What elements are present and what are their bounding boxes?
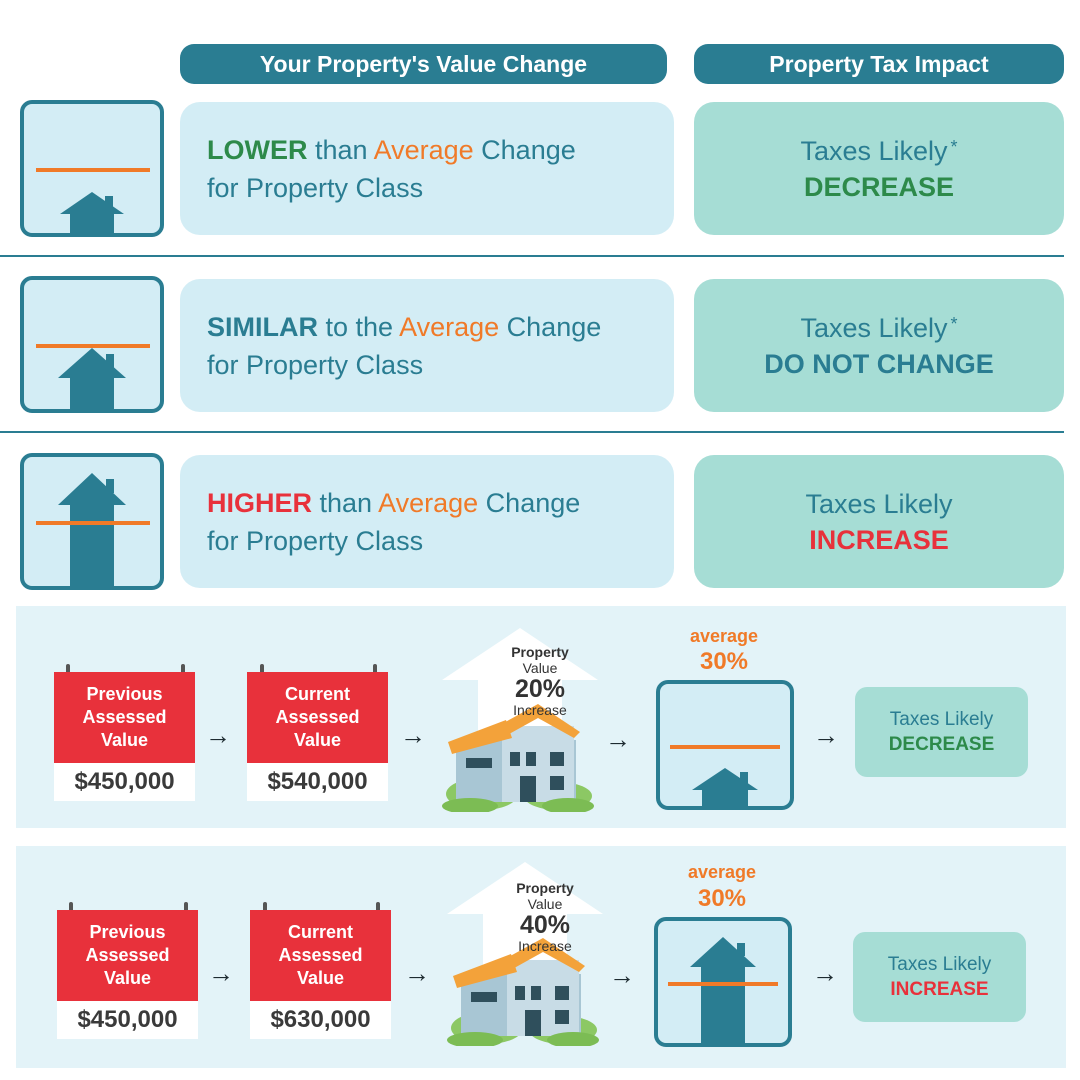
house-below-line-icon: [656, 680, 794, 810]
average-percent: 30%: [699, 648, 749, 675]
pv-percent: 20%: [514, 675, 566, 703]
card-label: Previous: [86, 684, 163, 704]
pv-line: Value: [527, 896, 563, 912]
header-tax-impact: Property Tax Impact: [694, 44, 1064, 84]
tax-impact-decrease: Taxes Likely* DECREASE: [694, 102, 1064, 235]
house-below-line-icon: [20, 100, 164, 237]
property-value-change-label: Property Value 20% Increase: [490, 644, 590, 718]
row-divider: [0, 431, 1064, 433]
example-tax-result: Taxes Likely INCREASE: [853, 932, 1026, 1022]
average-label: average: [687, 862, 757, 882]
current-amount: $630,000: [250, 1001, 391, 1039]
previous-assessed-value-card: Previous Assessed Value: [54, 672, 195, 763]
property-value-increase-graphic: [440, 628, 600, 814]
card-label: Value: [103, 968, 152, 988]
current-assessed-value-card: Current Assessed Value: [247, 672, 388, 763]
text-average: Average: [399, 311, 500, 342]
average-label: average: [689, 626, 759, 646]
tax-result-decrease: DECREASE: [888, 734, 995, 755]
pv-line: Increase: [513, 702, 567, 718]
text-average: Average: [373, 134, 474, 165]
text-property-class: for Property Class: [207, 349, 424, 380]
text-average: Average: [378, 487, 479, 518]
calendar-pin: [184, 902, 188, 914]
card-label: Current: [284, 684, 350, 704]
taxes-likely-label: Taxes Likely: [887, 954, 992, 975]
card-label: Previous: [89, 922, 166, 942]
calendar-pin: [263, 902, 267, 914]
pv-line: Increase: [518, 938, 572, 954]
text-than: than: [307, 134, 374, 165]
asterisk: *: [950, 136, 958, 157]
average-percent: 30%: [697, 885, 747, 912]
calendar-pin: [376, 902, 380, 914]
house-above-line-icon: [20, 453, 164, 590]
text-change: Change: [473, 134, 576, 165]
value-change-similar: SIMILAR to the Average Change for Proper…: [180, 279, 674, 412]
value-change-lower: LOWER than Average Change for Property C…: [180, 102, 674, 235]
calendar-pin: [66, 664, 70, 676]
arrow-right-icon: →: [400, 720, 426, 750]
previous-amount: $450,000: [54, 763, 195, 801]
card-label: Current: [287, 922, 353, 942]
taxes-likely-label: Taxes Likely: [800, 135, 948, 166]
calendar-pin: [181, 664, 185, 676]
tax-impact-increase: Taxes Likely INCREASE: [694, 455, 1064, 588]
current-assessed-value-card: Current Assessed Value: [250, 910, 391, 1001]
previous-amount: $450,000: [57, 1001, 198, 1039]
calendar-pin: [69, 902, 73, 914]
tax-result-increase: INCREASE: [890, 979, 989, 1000]
card-label: Assessed: [85, 945, 170, 965]
card-label: Value: [296, 968, 345, 988]
pv-line: Property: [516, 880, 574, 896]
previous-assessed-value-card: Previous Assessed Value: [57, 910, 198, 1001]
arrow-right-icon: →: [404, 958, 430, 988]
arrow-right-icon: →: [605, 724, 631, 754]
text-than: than: [312, 487, 379, 518]
calendar-pin: [373, 664, 377, 676]
header-value-change: Your Property's Value Change: [180, 44, 667, 84]
pv-line: Value: [522, 660, 558, 676]
keyword-higher: HIGHER: [207, 487, 313, 518]
house-above-line-icon: [654, 917, 792, 1047]
pv-line: Property: [511, 644, 569, 660]
taxes-likely-label: Taxes Likely: [800, 312, 948, 343]
current-amount: $540,000: [247, 763, 388, 801]
property-value-increase-graphic: [445, 862, 605, 1048]
card-label: Assessed: [278, 945, 363, 965]
card-label: Value: [293, 730, 342, 750]
text-property-class: for Property Class: [207, 172, 424, 203]
asterisk: *: [950, 313, 958, 334]
card-label: Value: [100, 730, 149, 750]
pv-percent: 40%: [519, 911, 571, 939]
example-tax-result: Taxes Likely DECREASE: [855, 687, 1028, 777]
row-divider: [0, 255, 1064, 257]
card-label: Assessed: [275, 707, 360, 727]
arrow-right-icon: →: [205, 720, 231, 750]
taxes-likely-label: Taxes Likely: [805, 488, 953, 519]
text-to-the: to the: [318, 311, 400, 342]
arrow-right-icon: →: [812, 958, 838, 988]
house-at-line-icon: [20, 276, 164, 413]
property-value-change-label: Property Value 40% Increase: [495, 880, 595, 954]
keyword-lower: LOWER: [207, 134, 308, 165]
arrow-right-icon: →: [609, 960, 635, 990]
keyword-similar: SIMILAR: [207, 311, 318, 342]
text-property-class: for Property Class: [207, 525, 424, 556]
tax-result-no-change: DO NOT CHANGE: [764, 348, 994, 379]
tax-impact-no-change: Taxes Likely* DO NOT CHANGE: [694, 279, 1064, 412]
text-change: Change: [499, 311, 602, 342]
card-label: Assessed: [82, 707, 167, 727]
tax-result-decrease: DECREASE: [803, 171, 955, 202]
arrow-right-icon: →: [813, 720, 839, 750]
taxes-likely-label: Taxes Likely: [889, 709, 994, 730]
arrow-right-icon: →: [208, 958, 234, 988]
value-change-higher: HIGHER than Average Change for Property …: [180, 455, 674, 588]
text-change: Change: [478, 487, 581, 518]
tax-result-increase: INCREASE: [809, 524, 949, 555]
calendar-pin: [260, 664, 264, 676]
